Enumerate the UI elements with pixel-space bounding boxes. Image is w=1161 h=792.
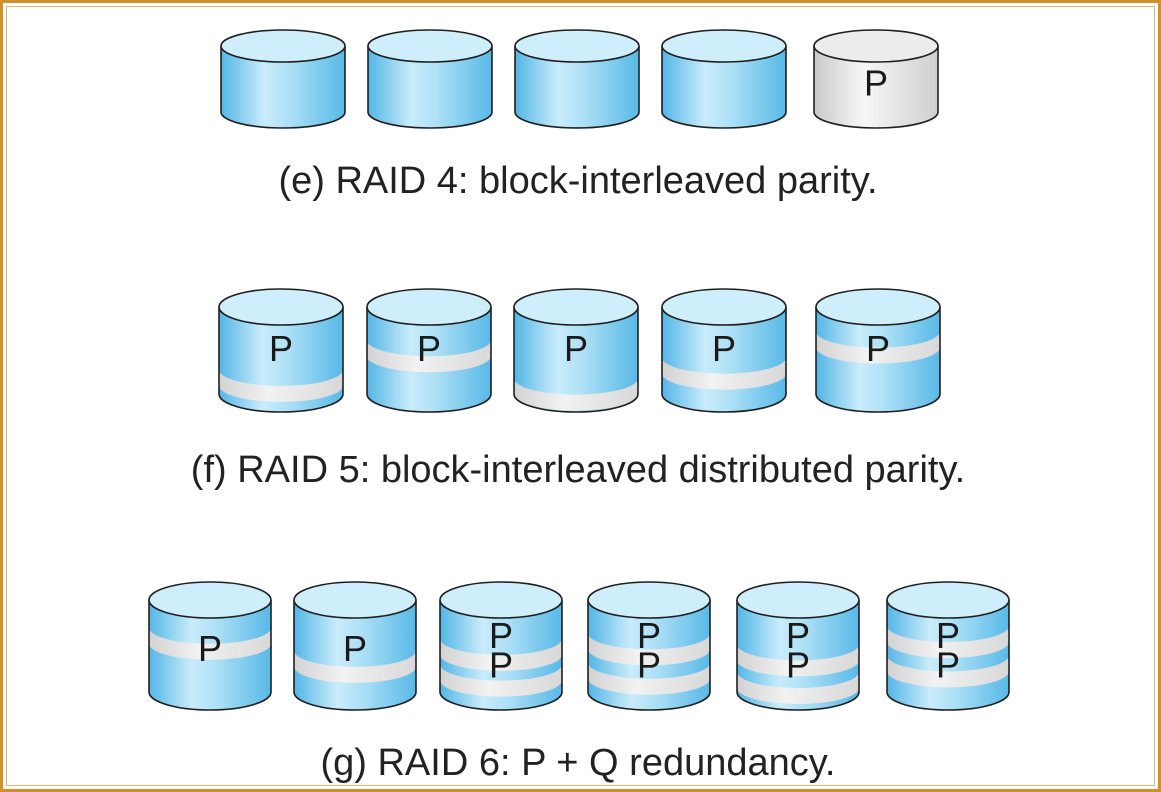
parity-stripe xyxy=(219,369,343,402)
parity-label: P xyxy=(866,328,890,369)
parity-label: P xyxy=(936,615,960,656)
parity-label: P xyxy=(712,328,736,369)
parity-stripe xyxy=(887,655,1009,688)
caption-raid6: (g) RAID 6: P + Q redundancy. xyxy=(320,742,835,784)
parity-stripe xyxy=(514,378,638,411)
caption-raid5: (f) RAID 5: block-interleaved distribute… xyxy=(191,449,965,491)
parity-label: P xyxy=(343,628,367,669)
parity-stripe xyxy=(662,357,786,390)
disk xyxy=(220,29,346,129)
parity-label: P xyxy=(637,644,661,685)
disk: PP xyxy=(886,581,1010,711)
disk xyxy=(661,29,787,129)
parity-stripe xyxy=(737,644,859,677)
disk: PP xyxy=(736,581,860,711)
disk: P xyxy=(148,581,272,711)
parity-label: P xyxy=(489,644,513,685)
parity-stripe xyxy=(816,331,940,364)
disk: PP xyxy=(587,581,711,711)
disk: P xyxy=(661,288,787,413)
row-raid5: P P P P P (f) RAID 5: block-interleaved dist… xyxy=(191,288,965,491)
row-raid4: P (e) RAID 4: block-interleaved parity. xyxy=(220,29,939,202)
disk: P xyxy=(218,288,344,413)
disk-row-e: P xyxy=(220,29,939,129)
parity-label: P xyxy=(269,328,293,369)
inner-frame xyxy=(6,6,1155,786)
parity-stripe xyxy=(149,627,271,660)
parity-label: P xyxy=(786,644,810,685)
parity-label: P xyxy=(936,644,960,685)
parity-label: P xyxy=(198,628,222,669)
disk: P xyxy=(293,581,417,711)
parity-stripe xyxy=(440,638,562,671)
parity-stripe xyxy=(588,633,710,666)
disk xyxy=(367,29,493,129)
parity-label: P xyxy=(637,615,661,656)
disk: PP xyxy=(439,581,563,711)
disk: P xyxy=(366,288,492,413)
caption-raid4: (e) RAID 4: block-interleaved parity. xyxy=(278,160,877,202)
disk: P xyxy=(513,288,639,413)
disk: P xyxy=(815,288,941,413)
parity-label: P xyxy=(417,328,441,369)
parity-label: P xyxy=(489,615,513,656)
parity-label: P xyxy=(786,615,810,656)
disk: P xyxy=(813,29,939,129)
parity-label: P xyxy=(864,62,888,103)
disk xyxy=(514,29,640,129)
parity-stripe xyxy=(588,662,710,695)
parity-stripe xyxy=(737,671,859,704)
parity-stripe xyxy=(294,650,416,683)
parity-stripe xyxy=(887,625,1009,658)
parity-stripe xyxy=(366,340,491,373)
parity-label: P xyxy=(564,328,588,369)
parity-stripe xyxy=(440,664,562,697)
